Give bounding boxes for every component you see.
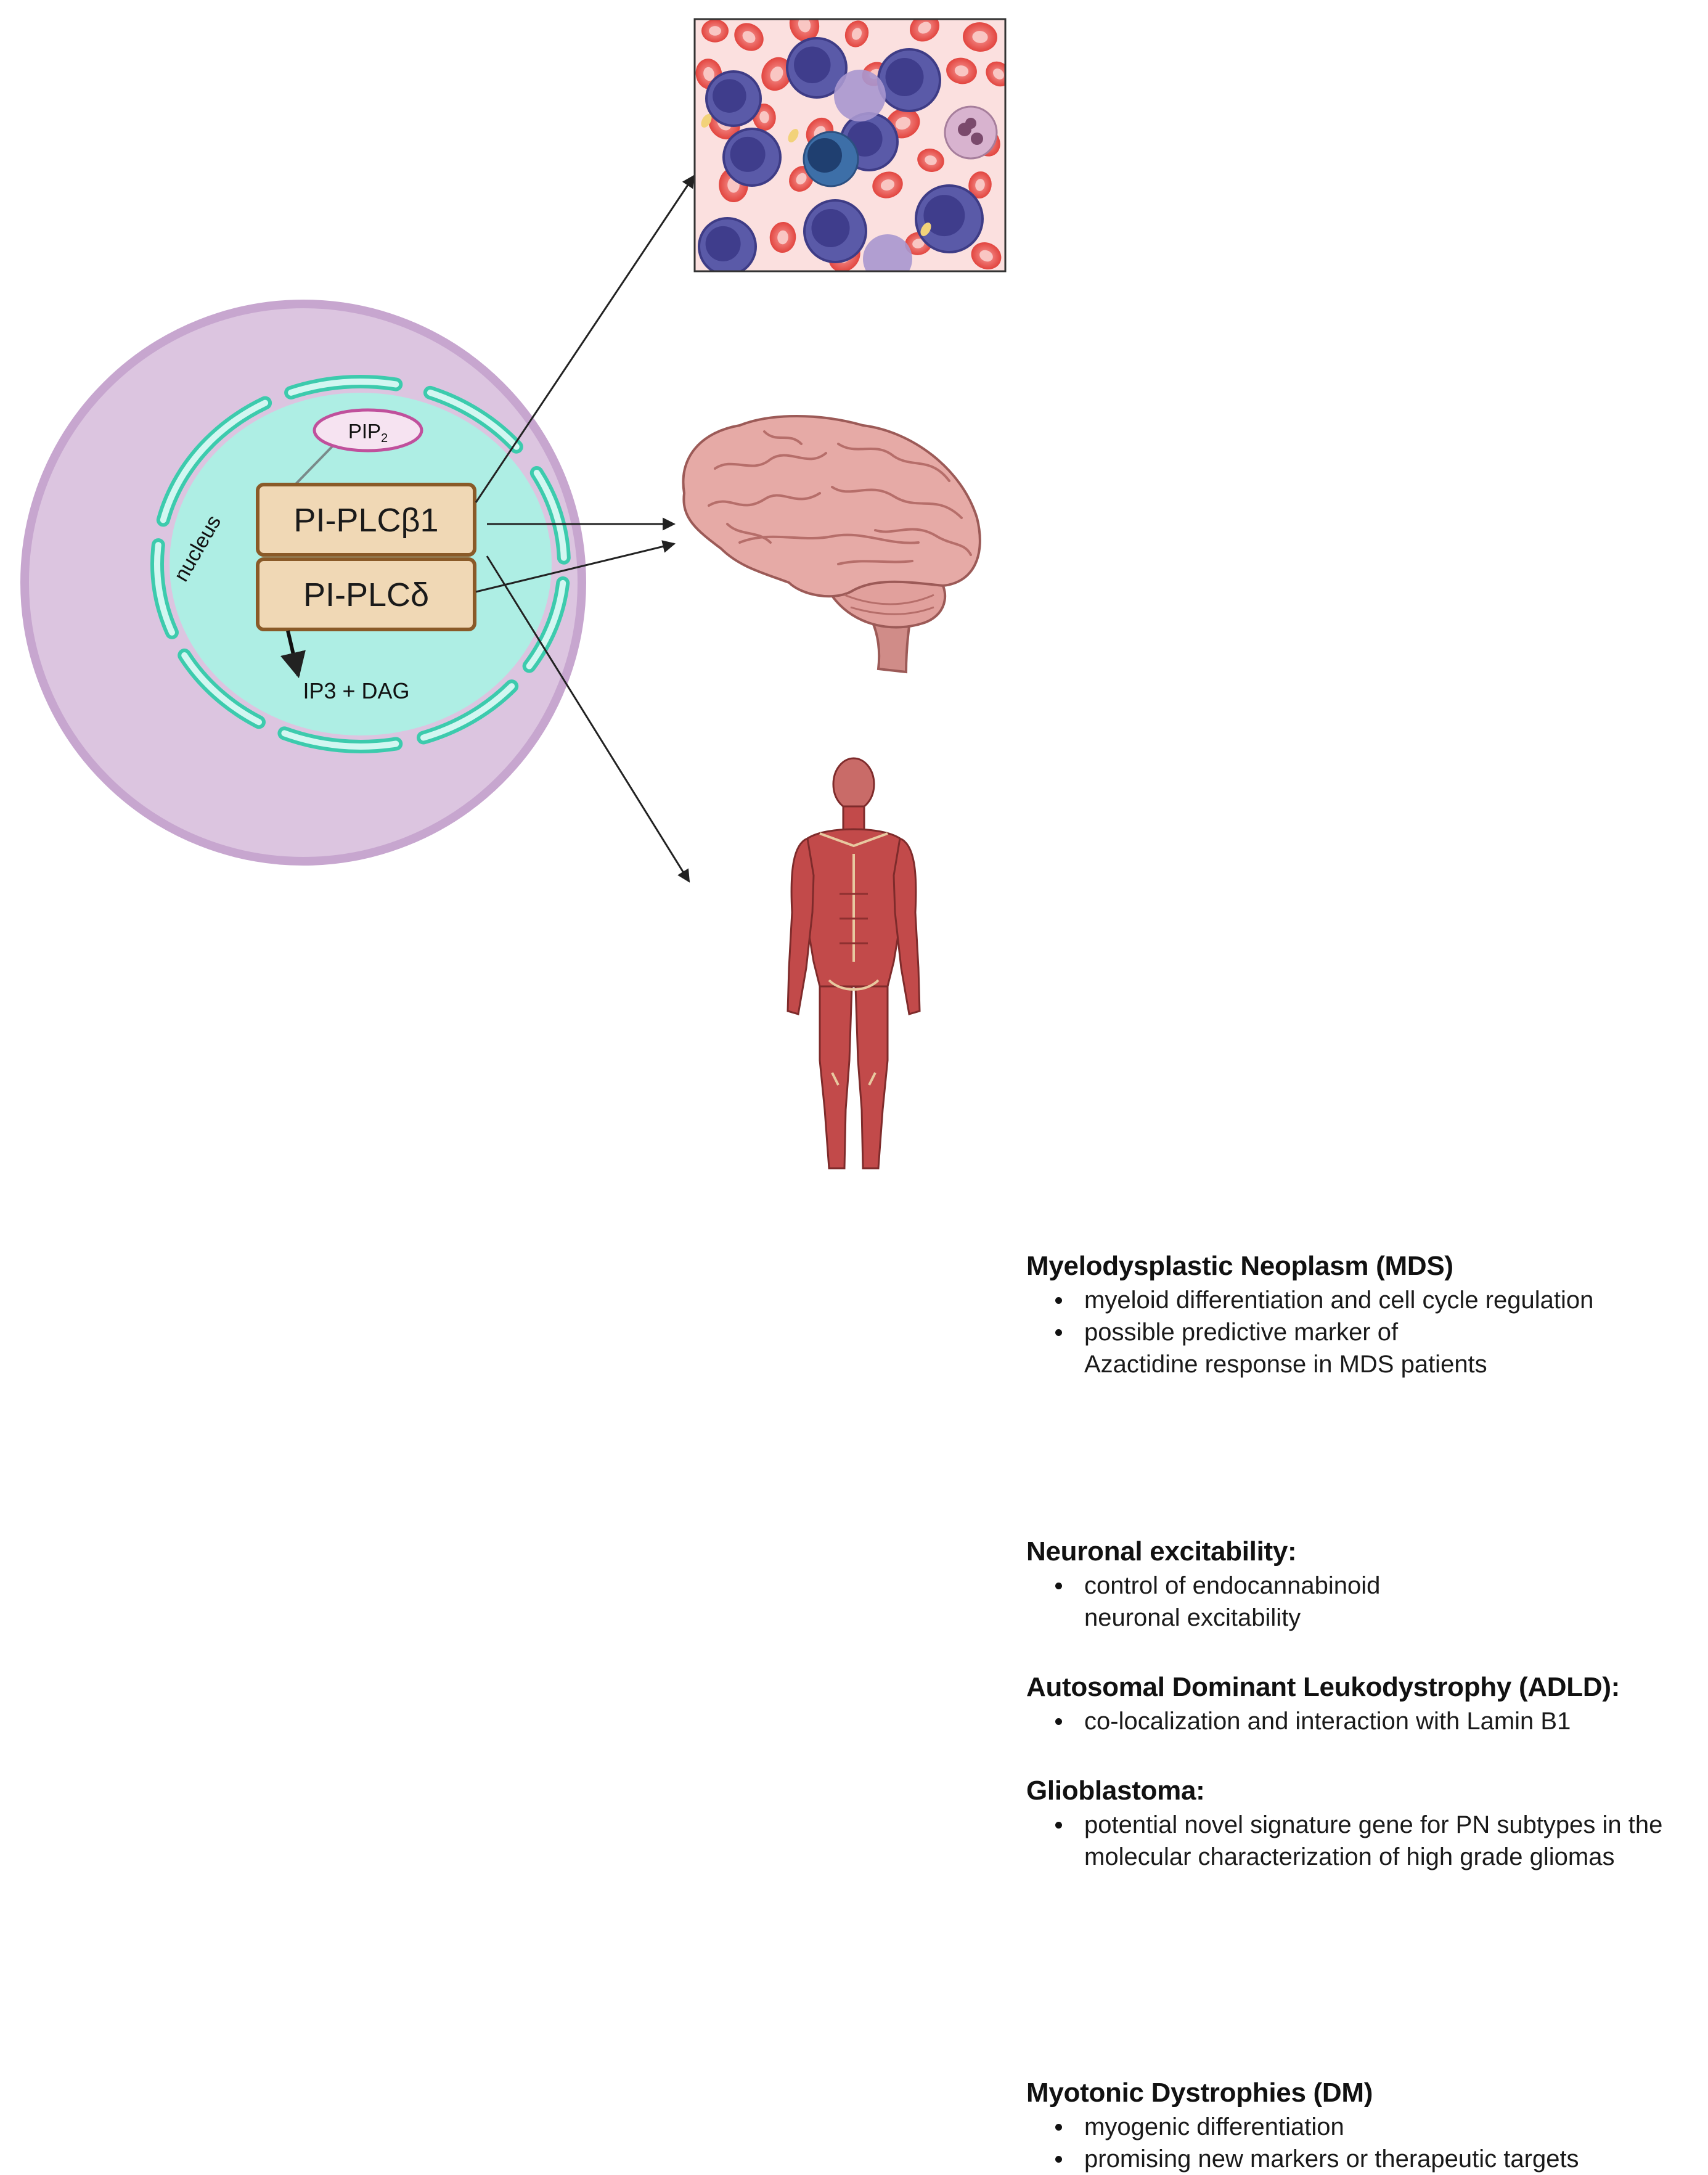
bullet-list: control of endocannabinoid neuronal exci…: [1026, 1570, 1704, 1634]
platelet: [920, 223, 931, 236]
neutrophil-lobe: [965, 118, 976, 129]
red-blood-cell-center: [972, 31, 988, 43]
bullet-list: myeloid differentiation and cell cycle r…: [1026, 1284, 1692, 1380]
section-neuronal: Neuronal excitability: control of endoca…: [1026, 1535, 1704, 1634]
cerebellum-folds: [844, 594, 934, 615]
pip2-text: PIP: [348, 420, 381, 443]
products-label: IP3 + DAG: [303, 678, 409, 703]
red-blood-cell-center: [918, 22, 931, 34]
pale-cell: [863, 234, 912, 271]
left-arm: [787, 837, 815, 1015]
plc-beta1-label: PI-PLCβ1: [293, 502, 438, 539]
cell: nucleus PIP2 PI-PLCβ1 PI-PLCδ IP3 + DAG: [20, 300, 586, 866]
right-leg: [854, 985, 889, 1169]
pale-cell: [834, 70, 886, 121]
pip2-subscript: 2: [381, 432, 388, 445]
human-muscle-anatomy-image: [787, 757, 921, 1169]
red-blood-cell-center: [954, 65, 969, 76]
section-adld: Autosomal Dominant Leukodystrophy (ADLD)…: [1026, 1671, 1704, 1737]
diagram-canvas: nucleus PIP2 PI-PLCβ1 PI-PLCδ IP3 + DAG: [20, 18, 1662, 2173]
envelope-segment-highlight: [181, 652, 262, 726]
red-blood-cell-center: [777, 230, 788, 245]
brain-gyri: [708, 430, 972, 565]
product-arrow: [280, 630, 306, 679]
myeloblast-nucleus: [885, 58, 924, 96]
pip2-label: PIP2: [348, 420, 388, 445]
bullet-item: potential novel signature gene for PN su…: [1026, 1809, 1701, 1873]
red-blood-cell-center: [796, 173, 807, 185]
bullet-item: myogenic differentiation: [1026, 2111, 1704, 2143]
pip2-oval: [313, 408, 423, 453]
bullet-list: myogenic differentiation promising new m…: [1026, 2111, 1704, 2175]
red-blood-cell-center: [993, 68, 1004, 80]
plc-delta-label: PI-PLCδ: [303, 576, 429, 613]
bullet-list: co-localization and interaction with Lam…: [1026, 1705, 1704, 1737]
envelope-segment-highlight: [420, 683, 515, 741]
plc-beta1-box: [256, 483, 476, 557]
section-title: Glioblastoma:: [1026, 1776, 1205, 1806]
bullet-item: control of endocannabinoid neuronal exci…: [1026, 1570, 1466, 1634]
section-myotonic: Myotonic Dystrophies (DM) myogenic diffe…: [1026, 2076, 1704, 2175]
bullet-item: myeloid differentiation and cell cycle r…: [1026, 1284, 1692, 1316]
red-blood-cell-center: [895, 117, 911, 130]
brain-image: [682, 415, 981, 674]
red-blood-cell-center: [851, 28, 862, 40]
platelet: [788, 129, 799, 142]
red-blood-cell-center: [798, 19, 811, 33]
myeloblast-nucleus: [794, 46, 831, 83]
red-blood-cell-center: [912, 239, 925, 248]
plc-delta-box: [256, 557, 476, 631]
section-mds: Myelodysplastic Neoplasm (MDS) myeloid d…: [1026, 1250, 1704, 1380]
red-blood-cell-center: [925, 155, 937, 165]
bullet-item: promising new markers or therapeutic tar…: [1026, 2143, 1704, 2175]
envelope-segment-highlight: [526, 580, 566, 670]
envelope-segment-highlight: [533, 470, 567, 561]
red-blood-cell-center: [975, 179, 985, 191]
bullet-item: co-localization and interaction with Lam…: [1026, 1705, 1704, 1737]
red-blood-cell-center: [770, 66, 783, 82]
arrow-to-blood: [475, 174, 695, 503]
cerebrum: [682, 415, 981, 598]
red-blood-cell-center: [703, 67, 714, 81]
envelope-segment-highlight: [281, 730, 399, 750]
myeloblast-nucleus: [730, 136, 766, 172]
section-title: Myelodysplastic Neoplasm (MDS): [1026, 1251, 1453, 1281]
bullet-list: potential novel signature gene for PN su…: [1026, 1809, 1704, 1873]
red-blood-cell-center: [880, 179, 895, 190]
platelet: [701, 114, 712, 128]
envelope-segment-highlight: [160, 438, 213, 523]
myeloblast-nucleus: [713, 79, 746, 113]
pip2-connector: [292, 441, 337, 488]
neutrophil-lobe: [971, 133, 983, 145]
left-leg: [819, 985, 853, 1169]
neck: [842, 805, 865, 831]
envelope-segment-highlight: [288, 379, 399, 396]
red-blood-cell-center: [742, 31, 756, 43]
arrow-to-body: [486, 555, 690, 883]
blood-cells-image: [693, 18, 1007, 272]
envelope-segment-highlight: [427, 389, 520, 450]
myeloblast-nucleus: [705, 226, 741, 261]
lymphocyte-nucleus: [807, 138, 842, 173]
neutrophil: [944, 105, 998, 160]
right-arm: [893, 837, 921, 1015]
head: [832, 757, 875, 811]
abdominal-muscles: [840, 893, 868, 944]
smear-frame: [693, 18, 1007, 272]
bullet-item: possible predictive marker of Azactidine…: [1026, 1316, 1510, 1380]
red-blood-cell-center: [979, 250, 993, 262]
myeloblast-nucleus: [811, 209, 850, 247]
section-title: Myotonic Dystrophies (DM): [1026, 2078, 1373, 2108]
myeloblast-nucleus: [923, 195, 965, 237]
arrow-to-brain-2: [475, 540, 676, 593]
section-title: Neuronal excitability:: [1026, 1536, 1297, 1567]
connector-arrows: [475, 174, 695, 883]
diagram-svg: nucleus PIP2 PI-PLCβ1 PI-PLCδ IP3 + DAG: [20, 18, 1007, 1169]
section-title: Autosomal Dominant Leukodystrophy (ADLD)…: [1026, 1672, 1620, 1702]
red-blood-cell-center: [709, 26, 721, 36]
envelope-segment-highlight: [154, 542, 175, 636]
section-glioblastoma: Glioblastoma: potential novel signature …: [1026, 1774, 1704, 1873]
red-blood-cell-center: [759, 111, 769, 123]
